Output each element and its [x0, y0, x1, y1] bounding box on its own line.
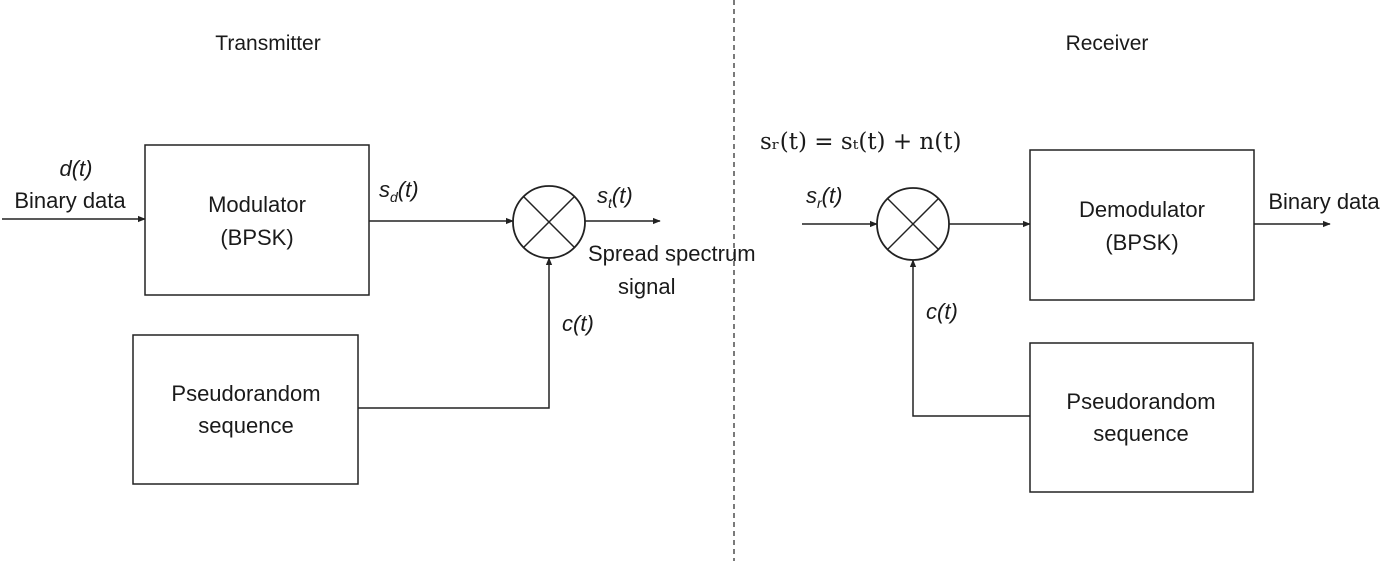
transmitter-pn-label-line2: sequence: [198, 413, 293, 438]
receiver-heading: Receiver: [1066, 32, 1149, 55]
demodulator-block: [1029, 149, 1255, 301]
pn-to-mixer-arrow: [358, 257, 553, 409]
transmitter-heading: Transmitter: [215, 32, 320, 55]
received-signal-label: sr(t): [806, 183, 842, 211]
input-binary-data-label: Binary data: [14, 188, 126, 213]
modulator-label: Modulator: [208, 192, 306, 217]
transmitter-code-signal-label: c(t): [562, 311, 594, 336]
receiver-pn-label: Pseudorandom: [1066, 389, 1215, 414]
receiver-pn-label-line2: sequence: [1093, 421, 1188, 446]
receiver-pn-to-mixer-arrow: [909, 259, 1030, 417]
transmitter-pn-block: [132, 334, 359, 485]
modulated-signal-label: sd(t): [379, 177, 419, 205]
receiver-mixer-cross: [886, 197, 940, 251]
transmitter-section: Transmitter d(t) Binary data Modulator (…: [2, 32, 756, 485]
receiver-code-signal-label: c(t): [926, 299, 958, 324]
receiver-pn-block: [1029, 342, 1254, 493]
spread-spectrum-caption-line2: signal: [618, 274, 675, 299]
transmitted-signal-label: st(t): [597, 183, 633, 211]
spread-spectrum-caption: Spread spectrum: [588, 241, 756, 266]
receiver-section: Receiver sᵣ(t) = sₜ(t) + n(t) sr(t) Demo…: [760, 32, 1380, 493]
demodulator-label: Demodulator: [1079, 197, 1205, 222]
modulator-block: [144, 144, 370, 296]
demodulator-type-label: (BPSK): [1105, 230, 1178, 255]
transmitter-mixer: [512, 185, 586, 259]
receiver-mixer: [876, 187, 950, 261]
modulator-type-label: (BPSK): [220, 225, 293, 250]
input-signal-label: d(t): [60, 156, 93, 181]
output-binary-data-label: Binary data: [1268, 189, 1380, 214]
transmitter-mixer-cross: [522, 195, 576, 249]
received-signal-equation: sᵣ(t) = sₜ(t) + n(t): [760, 129, 961, 155]
transmitter-pn-label: Pseudorandom: [171, 381, 320, 406]
